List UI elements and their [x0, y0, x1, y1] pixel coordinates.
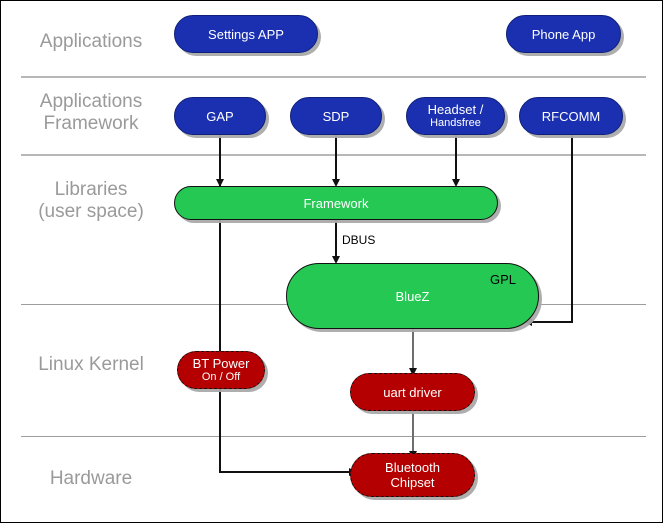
arrowhead-framework-to-bluez: [332, 256, 340, 264]
node-rfcomm-label: RFCOMM: [541, 108, 601, 124]
arrowhead-bluez-to-uart: [409, 368, 417, 376]
connector-sdp-to-framework: [335, 135, 337, 182]
band-label-hardware: Hardware: [49, 468, 133, 489]
node-phone-app[interactable]: Phone App: [506, 15, 621, 53]
band-label-applications-framework: Applications Framework: [39, 91, 143, 134]
arrowhead-gap-to-framework: [216, 179, 224, 187]
node-bt-power[interactable]: BT Power On / Off: [177, 351, 265, 389]
node-settings-app[interactable]: Settings APP: [174, 15, 318, 53]
node-bluetooth-chipset-sublabel: Chipset: [390, 475, 435, 490]
arrowhead-rfcomm-to-bluez: [524, 318, 532, 326]
divider-applications-framework: [21, 154, 646, 156]
node-headset-handsfree-label: Headset /: [427, 102, 484, 117]
node-framework-label: Framework: [303, 195, 369, 211]
node-bluez-gpl-tag: GPL: [489, 272, 516, 287]
node-gap[interactable]: GAP: [174, 97, 266, 135]
connector-rfcomm-vertical: [571, 135, 573, 323]
node-gap-label: GAP: [206, 108, 234, 124]
connector-uart-to-chipset: [412, 410, 414, 454]
node-settings-app-label: Settings APP: [208, 26, 284, 42]
node-sdp-label: SDP: [322, 108, 350, 124]
node-phone-app-label: Phone App: [531, 26, 596, 42]
node-bt-power-label: BT Power: [192, 356, 250, 371]
band-label-libraries: Libraries (user space): [38, 179, 144, 222]
arrowhead-headset-to-framework: [452, 179, 460, 187]
node-bt-power-sublabel: On / Off: [201, 371, 241, 383]
connector-rfcomm-horizontal: [531, 321, 573, 323]
band-label-linux-kernel: Linux Kernel: [38, 354, 144, 375]
connector-gap-to-chipset-horizontal: [219, 471, 350, 473]
node-sdp[interactable]: SDP: [290, 97, 382, 135]
connector-gap-to-framework: [219, 135, 221, 182]
band-label-applications: Applications: [39, 31, 143, 52]
node-headset-handsfree[interactable]: Headset / Handsfree: [406, 97, 505, 135]
node-headset-handsfree-sublabel: Handsfree: [430, 117, 481, 129]
node-rfcomm[interactable]: RFCOMM: [519, 97, 623, 135]
divider-linux-kernel: [21, 436, 646, 437]
connector-gap-to-chipset-vertical: [219, 135, 221, 473]
connector-framework-to-bluez: [335, 219, 337, 259]
connector-headset-to-framework: [455, 135, 457, 182]
connector-bluez-to-uart: [412, 329, 414, 371]
node-uart-driver-label: uart driver: [383, 384, 442, 400]
node-bluez-label: BlueZ: [395, 288, 430, 304]
node-uart-driver[interactable]: uart driver: [350, 373, 475, 411]
edge-label-dbus: DBUS: [342, 233, 376, 247]
node-bluetooth-chipset-label: Bluetooth: [385, 460, 440, 475]
arrowhead-sdp-to-framework: [332, 179, 340, 187]
node-framework[interactable]: Framework: [174, 186, 498, 220]
node-bluez[interactable]: BlueZ GPL: [286, 263, 539, 329]
node-bluetooth-chipset[interactable]: Bluetooth Chipset: [350, 453, 475, 497]
divider-applications: [21, 76, 646, 78]
